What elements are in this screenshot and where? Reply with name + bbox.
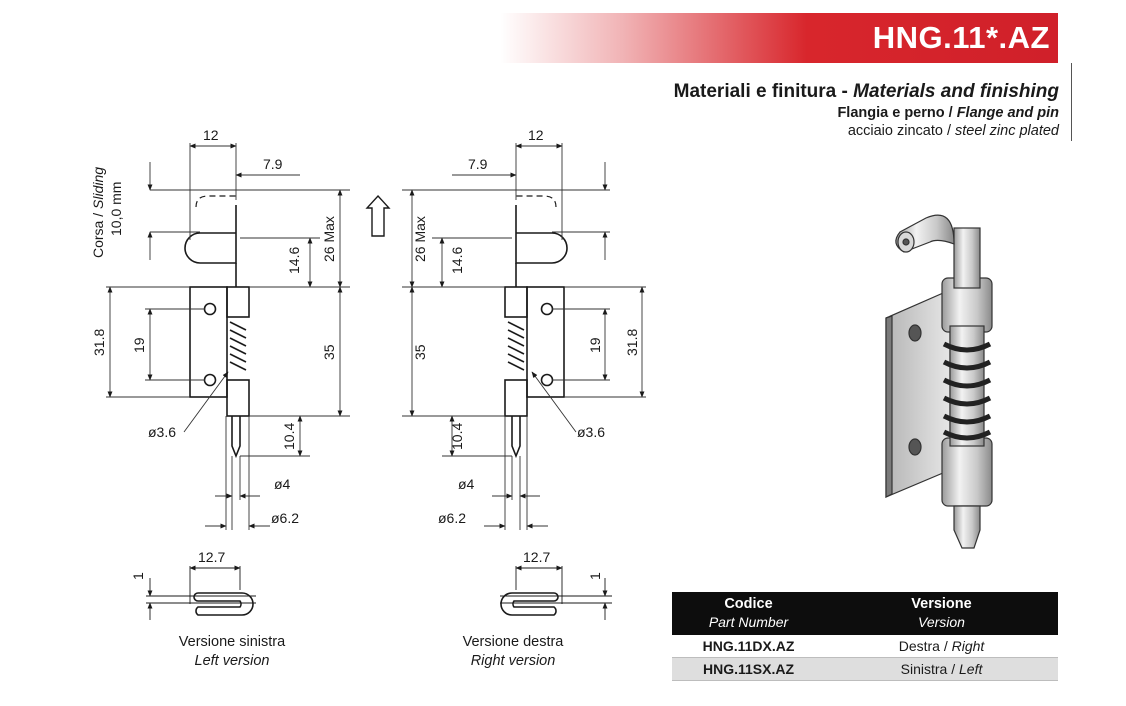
hinge-plate-3d: [885, 289, 951, 498]
materials-heading-en: Materials and finishing: [853, 81, 1059, 102]
left-dim-thickness: 1: [130, 572, 146, 580]
left-dim-tip-dia: ø4: [274, 476, 291, 492]
right-dim-height: 31.8: [624, 329, 640, 356]
right-pin-tip: [511, 416, 521, 459]
hinge-spring-3d: [942, 341, 992, 441]
materials-line2-en: steel zinc plated: [955, 123, 1059, 139]
right-caption-en: Right version: [471, 653, 556, 669]
table-header-row: Codice Part Number Versione Version: [672, 592, 1058, 635]
table-cell-version: Destra / Right: [825, 635, 1058, 658]
left-dimensions: [106, 143, 350, 530]
table-header-code-title: Codice: [724, 596, 773, 612]
left-pin-tip: [231, 416, 241, 459]
left-side-view: [146, 565, 256, 620]
right-caption-it: Versione destra: [463, 634, 565, 650]
left-dim-hole-dia: ø3.6: [148, 424, 176, 440]
materials-line1-it: Flangia e perno /: [837, 105, 953, 121]
left-dim-pin-dia: ø6.2: [271, 510, 299, 526]
header-divider: [1071, 63, 1072, 141]
right-dim-side-w: 12.7: [523, 549, 550, 565]
materials-line-finish: acciaio zincato / steel zinc plated: [674, 122, 1059, 140]
table-cell-code: HNG.11DX.AZ: [672, 635, 825, 658]
version-en: Right: [951, 638, 985, 654]
table-row: HNG.11SX.AZ Sinistra / Left: [672, 657, 1058, 681]
right-side-view: [500, 565, 612, 620]
materials-block: Materiali e finitura - Materials and fin…: [674, 80, 1059, 140]
left-stroke-label-en: Sliding: [90, 167, 106, 209]
right-dim-width-top: 12: [528, 127, 544, 143]
left-stroke-value: 10,0 mm: [108, 182, 124, 236]
left-flange-plate: [189, 286, 228, 398]
left-pin-hook: [184, 205, 237, 264]
right-dim-tip-dia: ø4: [458, 476, 475, 492]
right-pin-hook: [515, 205, 568, 264]
right-dim-offset: 7.9: [468, 156, 488, 172]
version-it: Sinistra /: [900, 661, 956, 677]
table-header-version: Versione Version: [825, 592, 1058, 635]
left-side-pin: [193, 592, 254, 616]
right-dim-thickness: 1: [587, 572, 603, 580]
table-cell-version: Sinistra / Left: [825, 657, 1058, 681]
right-front-view: [504, 195, 568, 459]
right-dim-max: 26 Max: [412, 216, 428, 262]
right-dim-tip-len: 10.4: [449, 423, 465, 450]
right-dim-holes: 19: [587, 337, 603, 353]
materials-heading-it: Materiali e finitura -: [673, 81, 848, 102]
left-knuckle-bottom: [226, 379, 250, 417]
table-header-version-sub: Version: [918, 614, 965, 630]
table-cell-code: HNG.11SX.AZ: [672, 657, 825, 681]
hinge-3d-illustration: [885, 214, 993, 549]
right-dim-pin-dia: ø6.2: [438, 510, 466, 526]
left-dim-total: 35: [321, 344, 337, 360]
left-dim-side-w: 12.7: [198, 549, 225, 565]
left-dim-max: 26 Max: [321, 216, 337, 262]
materials-line2-it: acciaio zincato /: [847, 123, 951, 139]
left-dim-height: 31.8: [91, 329, 107, 356]
product-code-title: HNG.11*.AZ: [872, 20, 1050, 55]
right-dim-hole-dia: ø3.6: [577, 424, 605, 440]
right-dim-pin-height: 14.6: [449, 247, 465, 274]
left-front-view: [184, 195, 250, 459]
right-knuckle-top: [504, 286, 528, 318]
right-dim-total: 35: [412, 344, 428, 360]
right-knuckle-bottom: [504, 379, 528, 417]
table-row: HNG.11DX.AZ Destra / Right: [672, 635, 1058, 658]
left-knuckle-top: [226, 286, 250, 318]
left-dim-tip-len: 10.4: [281, 423, 297, 450]
left-stroke-label-it: Corsa /: [90, 213, 106, 258]
right-hole-top: [540, 302, 554, 316]
left-dim-width-top: 12: [203, 127, 219, 143]
left-caption-it: Versione sinistra: [179, 634, 286, 650]
left-pin-travel-ghost: [195, 195, 236, 208]
part-number-table: Codice Part Number Versione Version HNG.…: [672, 592, 1058, 681]
materials-line1-en: Flange and pin: [956, 105, 1059, 121]
materials-heading: Materiali e finitura - Materials and fin…: [674, 80, 1059, 104]
right-dimensions: [402, 143, 646, 530]
version-en: Left: [959, 661, 983, 677]
materials-line-flange: Flangia e perno / Flange and pin: [674, 104, 1059, 122]
hinge-knuckle-bottom-3d: [941, 437, 993, 507]
sliding-direction-arrow-icon: [365, 194, 391, 237]
right-pin-travel-ghost: [516, 195, 557, 208]
right-spring: [507, 321, 525, 371]
right-side-pin: [500, 592, 559, 616]
left-dim-offset: 7.9: [263, 156, 283, 172]
right-hole-bottom: [540, 373, 554, 387]
left-hole-top: [203, 302, 217, 316]
left-hole-bottom: [203, 373, 217, 387]
table-header-version-title: Versione: [911, 596, 972, 612]
left-spring: [229, 321, 247, 371]
header-banner: HNG.11*.AZ: [500, 13, 1058, 63]
left-dim-holes: 19: [131, 337, 147, 353]
left-dim-pin-height: 14.6: [286, 247, 302, 274]
version-it: Destra /: [898, 638, 948, 654]
right-flange-plate: [526, 286, 565, 398]
hinge-pin-tip-3d: [953, 505, 981, 549]
table-header-code-sub: Part Number: [708, 614, 789, 630]
left-stroke-label: Corsa / Sliding: [90, 167, 106, 258]
table-header-code: Codice Part Number: [672, 592, 825, 635]
left-caption-en: Left version: [195, 653, 270, 669]
hinge-pin-3d: [953, 227, 981, 289]
